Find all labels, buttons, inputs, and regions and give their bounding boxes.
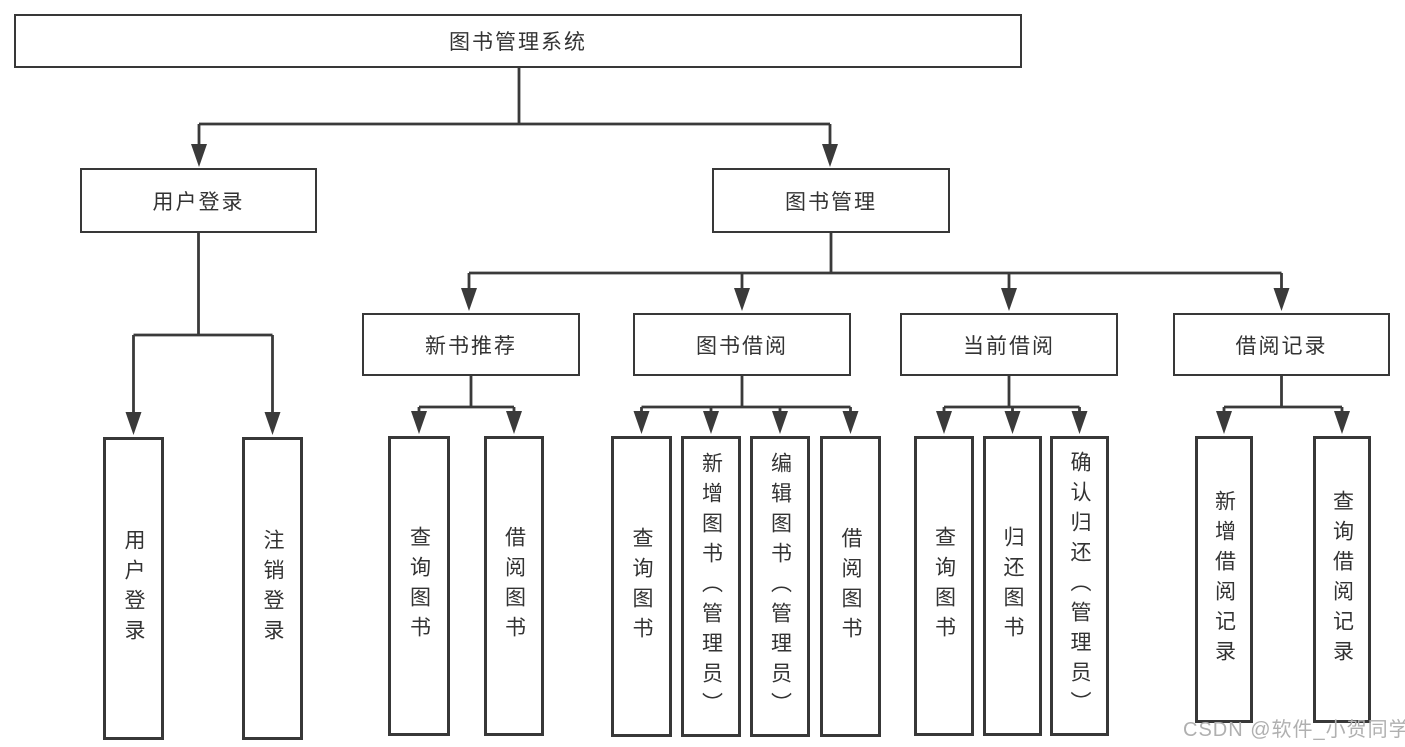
leaf-add-borrow-record: 新增借阅记录 — [1195, 436, 1253, 723]
leaf-confirm-return: 确认归还（管理员） — [1050, 436, 1109, 736]
leaf-user-login: 用户登录 — [103, 437, 164, 740]
node-new-book-rec: 新书推荐 — [362, 313, 580, 376]
csdn-watermark: CSDN @软件_小贺同学 — [1183, 719, 1405, 741]
leaf-add-book: 新增图书（管理员） — [681, 436, 741, 737]
arrowhead-icons — [125, 144, 1350, 435]
leaf-edit-book: 编辑图书（管理员） — [750, 436, 810, 737]
leaf-query-book-rec: 查询图书 — [388, 436, 450, 736]
leaf-borrow-book-rec: 借阅图书 — [484, 436, 544, 736]
node-book-mgmt: 图书管理 — [712, 168, 950, 233]
node-current-borrow: 当前借阅 — [900, 313, 1118, 376]
node-login-group: 用户登录 — [80, 168, 317, 233]
node-book-borrow: 图书借阅 — [633, 313, 851, 376]
leaf-query-book-borrow: 查询图书 — [611, 436, 672, 737]
node-borrow-record: 借阅记录 — [1173, 313, 1390, 376]
leaf-borrow-book-borrow: 借阅图书 — [820, 436, 881, 737]
leaf-return-book: 归还图书 — [983, 436, 1042, 736]
leaf-logout: 注销登录 — [242, 437, 303, 740]
leaf-query-book-current: 查询图书 — [914, 436, 974, 736]
leaf-query-borrow-record: 查询借阅记录 — [1313, 436, 1371, 723]
node-root: 图书管理系统 — [14, 14, 1022, 68]
